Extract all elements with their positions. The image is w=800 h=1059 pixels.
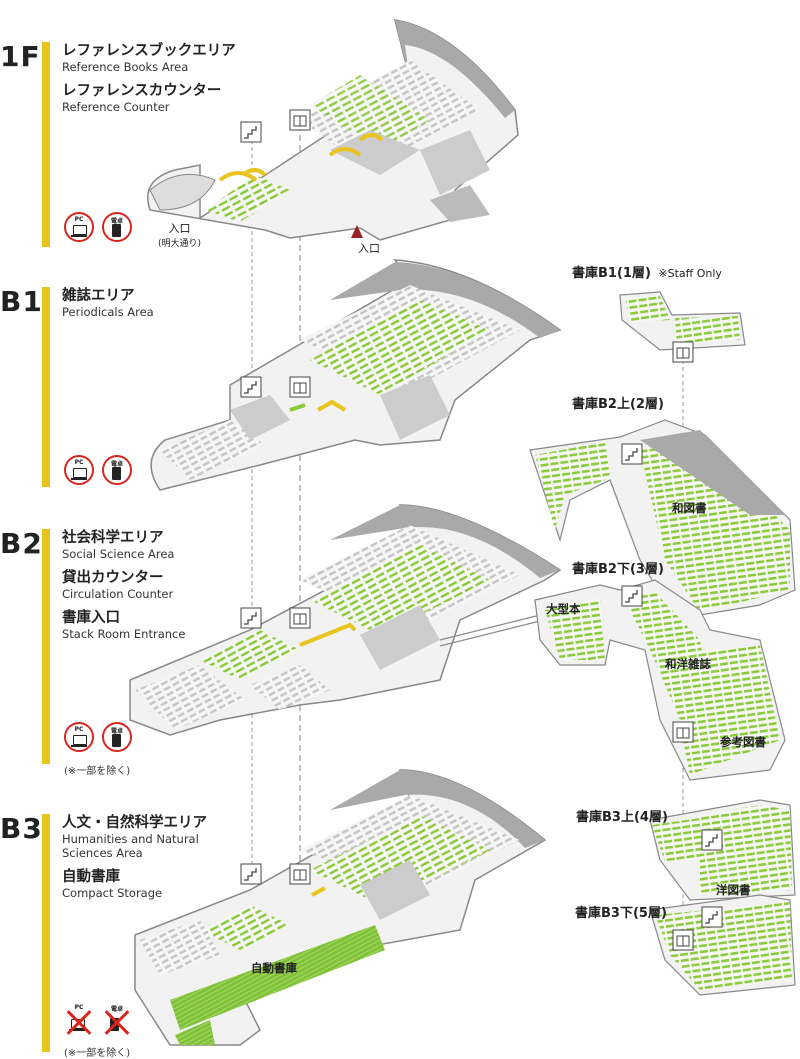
pc-allowed-icon: PC	[64, 212, 94, 242]
floor-label: B1	[0, 285, 43, 318]
floor-accent-bar	[42, 814, 50, 1052]
area-name-jp: 書庫入口	[62, 610, 120, 626]
area-item: 人文・自然科学エリア Humanities and Natural Scienc…	[62, 814, 207, 860]
allowed-icons: PC 電卓	[64, 722, 132, 752]
floor-accent-bar	[42, 287, 50, 487]
pc-label: PC	[74, 459, 84, 466]
elevator-icon	[672, 341, 694, 363]
elevator-icon	[289, 376, 311, 398]
entrance-main-sub: (明大通り)	[158, 239, 202, 249]
floor-accent-bar	[42, 42, 50, 247]
elevator-icon	[289, 109, 311, 131]
calculator-allowed-icon: 電卓	[102, 455, 132, 485]
calculator-allowed-icon: 電卓	[102, 722, 132, 752]
compact-storage-map-label: 自動書庫	[251, 961, 297, 975]
entrance-main-label: 入口 (明大通り)	[158, 220, 201, 249]
elevator-icon	[289, 607, 311, 629]
area-name-en: Humanities and Natural Sciences Area	[62, 832, 199, 860]
stack-b3up-title: 書庫B3上(4層)	[576, 810, 668, 825]
stairs-icon	[240, 607, 262, 629]
area-name-jp: レファレンスブックエリア	[62, 43, 236, 59]
staff-only-note: ※Staff Only	[658, 267, 722, 280]
stack-b1-title: 書庫B1(1層) ※Staff Only	[572, 262, 722, 281]
area-item: 雑誌エリア Periodicals Area	[62, 287, 154, 319]
area-name-jp: 社会科学エリア	[62, 530, 164, 546]
floor-label: B3	[0, 812, 43, 845]
calc-label: 電卓	[110, 728, 123, 735]
exception-note: (※一部を除く)	[64, 766, 131, 777]
elevator-icon	[672, 929, 694, 951]
stack-title: 書庫B1(1層)	[572, 266, 651, 281]
stairs-icon	[701, 906, 723, 928]
calculator-allowed-icon: 電卓	[102, 212, 132, 242]
stack-b3down-title: 書庫B3下(5層)	[575, 906, 667, 921]
calc-label: 電卓	[110, 461, 123, 468]
stack-b2down-label: 参考図書	[720, 735, 766, 749]
area-name-en: Periodicals Area	[62, 305, 154, 319]
area-name-en: Stack Room Entrance	[62, 627, 186, 641]
area-name-jp: レファレンスカウンター	[62, 83, 222, 99]
entrance-main-text: 入口	[168, 222, 191, 235]
area-name-jp: 雑誌エリア	[62, 288, 135, 304]
floor-accent-bar	[42, 529, 50, 764]
area-name-jp: 自動書庫	[62, 869, 120, 885]
area-name-jp: 貸出カウンター	[62, 570, 164, 586]
area-item: 貸出カウンター Circulation Counter	[62, 569, 185, 601]
stack-b2down-title: 書庫B2下(3層)	[572, 562, 664, 577]
stairs-icon	[240, 863, 262, 885]
stack-b2down-label: 大型本	[546, 602, 581, 616]
calc-label: 電卓	[110, 1006, 123, 1013]
area-list: レファレンスブックエリア Reference Books Area レファレンス…	[62, 42, 236, 122]
area-name-jp: 人文・自然科学エリア	[62, 815, 207, 831]
area-item: 社会科学エリア Social Science Area	[62, 529, 185, 561]
allowed-icons: PC 電卓	[64, 455, 132, 485]
pc-allowed-icon: PC	[64, 455, 94, 485]
stack-maps	[529, 291, 796, 996]
allowed-icons: PC 電卓	[64, 212, 132, 242]
stack-b2up-label: 和図書	[672, 501, 707, 515]
area-list: 人文・自然科学エリア Humanities and Natural Scienc…	[62, 814, 207, 908]
stairs-icon	[240, 121, 262, 143]
calculator-prohibited-icon: 電卓	[102, 1006, 132, 1038]
stairs-icon	[621, 585, 643, 607]
stack-b2down-label: 和洋雑誌	[665, 657, 711, 671]
pc-allowed-icon: PC	[64, 722, 94, 752]
floor-b3-map	[134, 769, 547, 1046]
stairs-icon	[701, 829, 723, 851]
pc-label: PC	[74, 1004, 84, 1011]
prohibited-icons: PC 電卓	[64, 1004, 132, 1038]
floor-b1-map	[150, 259, 562, 491]
area-item: 書庫入口 Stack Room Entrance	[62, 609, 185, 641]
elevator-icon	[672, 721, 694, 743]
floor-1f-map	[147, 19, 519, 241]
elevator-icon	[289, 863, 311, 885]
area-name-en: Circulation Counter	[62, 587, 174, 601]
pc-label: PC	[74, 726, 84, 733]
calc-label: 電卓	[110, 218, 123, 225]
stack-b2up-title: 書庫B2上(2層)	[572, 397, 664, 412]
floor-b2-map	[129, 504, 562, 736]
entrance-side-label: 入口	[358, 242, 380, 255]
area-item: レファレンスカウンター Reference Counter	[62, 82, 236, 114]
area-name-en: Reference Counter	[62, 100, 170, 114]
floor-label: 1F	[0, 40, 41, 73]
area-item: 自動書庫 Compact Storage	[62, 868, 207, 900]
area-list: 雑誌エリア Periodicals Area	[62, 287, 154, 327]
area-name-en: Reference Books Area	[62, 60, 189, 74]
stairs-icon	[240, 376, 262, 398]
area-name-en: Compact Storage	[62, 886, 163, 900]
area-item: レファレンスブックエリア Reference Books Area	[62, 42, 236, 74]
stack-b3up-label: 洋図書	[716, 883, 751, 897]
pc-label: PC	[74, 216, 84, 223]
exception-note: (※一部を除く)	[64, 1048, 131, 1059]
stairs-icon	[621, 443, 643, 465]
area-list: 社会科学エリア Social Science Area 貸出カウンター Circ…	[62, 529, 185, 649]
floor-label: B2	[0, 527, 43, 560]
area-name-en: Social Science Area	[62, 547, 175, 561]
pc-prohibited-icon: PC	[64, 1004, 94, 1038]
